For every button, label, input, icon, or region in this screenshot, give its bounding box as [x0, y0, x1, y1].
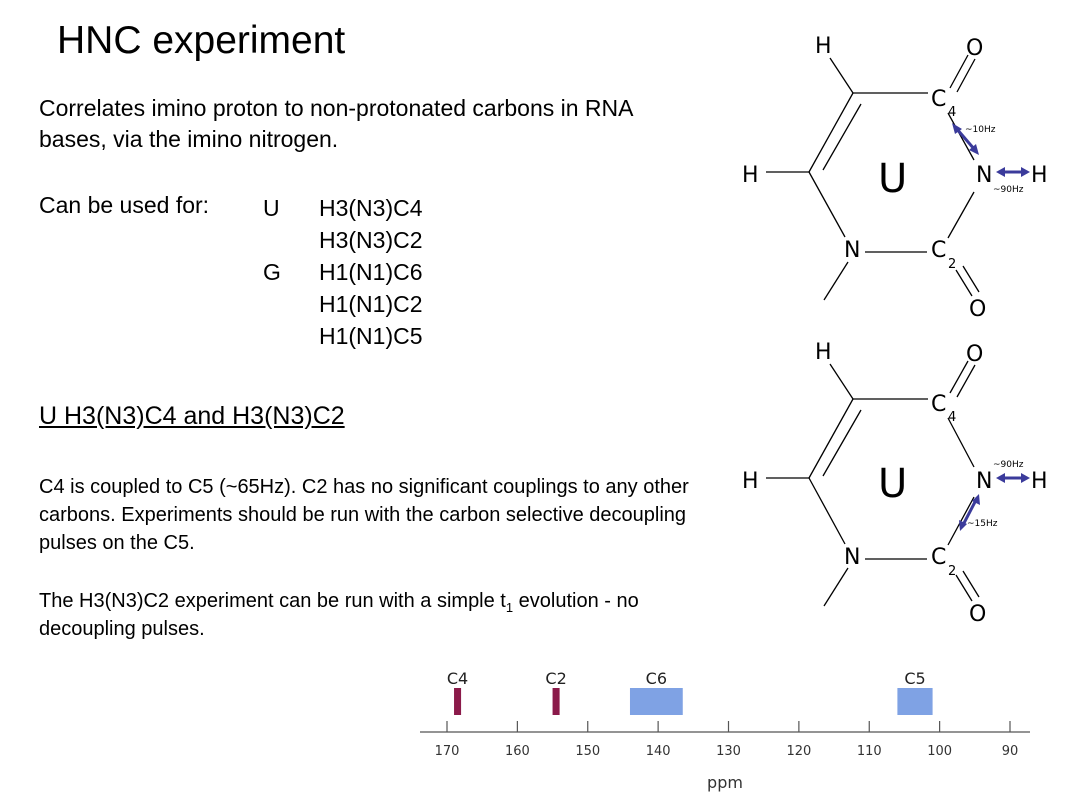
tick-label: 130 — [716, 744, 741, 759]
atom-h-top: H — [815, 340, 832, 365]
experiment-item: H3(N3)C4 — [319, 195, 423, 221]
tick-label: 120 — [786, 744, 811, 759]
uracil-structure-1: H O C 4 H N H N C 2 O U ~10Hz ~90Hz — [742, 34, 1048, 322]
ring-label: U — [878, 156, 907, 202]
arrowhead — [959, 520, 967, 531]
region-c6 — [629, 688, 683, 715]
tick-label: 140 — [646, 744, 671, 759]
atom-c2-subscript: 2 — [948, 564, 956, 579]
region-c4 — [454, 688, 462, 715]
atom-h-right: H — [1031, 469, 1048, 494]
arrowhead — [972, 494, 980, 505]
atom-labels: H O C 4 H N H N C 2 O — [742, 340, 1048, 627]
atom-c2-subscript: 2 — [948, 257, 956, 272]
chemical-shift-scale: C4 C2 C6 C5 170 160 150 140 130 120 110 100 90 ppm — [420, 669, 1030, 792]
experiment-item: H1(N1)C5 — [319, 323, 423, 349]
nucleotide-label: U — [263, 195, 280, 221]
atom-c4: C — [931, 87, 946, 112]
ring-label: U — [878, 461, 907, 507]
region-layer: C4 C2 C6 C5 — [447, 669, 933, 715]
arrowhead — [1021, 167, 1030, 177]
paragraph-text: evolution - no decoupling pulses. — [39, 590, 639, 640]
tick-label: 100 — [927, 744, 952, 759]
subscript: 1 — [505, 600, 514, 615]
section-heading: U H3(N3)C4 and H3(N3)C2 — [39, 402, 345, 430]
coupling-label-c4-n3: ~10Hz — [965, 125, 996, 135]
atom-c4-subscript: 4 — [948, 105, 956, 120]
coupling-label-n3-h: ~90Hz — [993, 460, 1024, 470]
atom-c2: C — [931, 238, 946, 263]
atom-c2: C — [931, 545, 946, 570]
atom-c4: C — [931, 392, 946, 417]
tick-label: 170 — [435, 744, 460, 759]
tick-label: 90 — [1002, 744, 1019, 759]
slide-title: HNC experiment — [57, 19, 346, 62]
experiment-item: H1(N1)C2 — [319, 291, 423, 317]
region-label-c5: C5 — [904, 669, 925, 688]
tick-label: 150 — [575, 744, 600, 759]
region-label-c6: C6 — [646, 669, 667, 688]
coupling-label-n3-h: ~90Hz — [993, 185, 1024, 195]
used-for-label: Can be used for: — [39, 192, 210, 218]
atom-h-top: H — [815, 34, 832, 59]
atom-n1: N — [844, 545, 860, 570]
intro-text: Correlates imino proton to non-protonate… — [39, 95, 633, 152]
atom-n3: N — [976, 469, 992, 494]
tick-label: 110 — [857, 744, 882, 759]
coupling-arrows — [952, 123, 1030, 177]
bond-lines — [766, 54, 980, 301]
paragraph-couplings: C4 is coupled to C5 (~65Hz). C2 has no s… — [39, 476, 689, 554]
atom-labels: H O C 4 H N H N C 2 O — [742, 34, 1048, 322]
experiment-item: H3(N3)C2 — [319, 227, 423, 253]
coupling-arrow-n3-c2 — [961, 499, 978, 526]
axis-title-ppm: ppm — [707, 773, 743, 792]
arrowhead — [996, 167, 1005, 177]
atom-n1: N — [844, 238, 860, 263]
paragraph-text: The H3(N3)C2 experiment can be run with … — [39, 590, 506, 612]
coupling-arrows — [959, 473, 1030, 531]
atom-h-left: H — [742, 163, 759, 188]
arrowhead — [1021, 473, 1030, 483]
atom-c4-subscript: 4 — [948, 410, 956, 425]
tick-layer: 170 160 150 140 130 120 110 100 90 — [435, 721, 1019, 759]
atom-o-bottom: O — [969, 297, 986, 322]
arrowhead — [952, 123, 962, 134]
region-label-c2: C2 — [545, 669, 566, 688]
uracil-structure-2: H O C 4 H N H N C 2 O U ~90Hz ~15Hz — [742, 340, 1048, 627]
atom-o-bottom: O — [969, 602, 986, 627]
atom-o-top: O — [966, 342, 983, 367]
experiment-item: H1(N1)C6 — [319, 259, 423, 285]
arrowhead — [996, 473, 1005, 483]
region-c2 — [552, 688, 560, 715]
tick-label: 160 — [505, 744, 530, 759]
paragraph-t1-evolution: The H3(N3)C2 experiment can be run with … — [39, 587, 729, 643]
atom-o-top: O — [966, 36, 983, 61]
atom-h-left: H — [742, 469, 759, 494]
nucleotide-label: G — [263, 259, 281, 285]
atom-h-right: H — [1031, 163, 1048, 188]
atom-n3: N — [976, 163, 992, 188]
coupling-arrow-c4-n3 — [954, 127, 977, 151]
arrowhead — [969, 144, 979, 155]
region-c5 — [897, 688, 933, 715]
coupling-label-n3-c2: ~15Hz — [967, 519, 998, 529]
region-label-c4: C4 — [447, 669, 468, 688]
